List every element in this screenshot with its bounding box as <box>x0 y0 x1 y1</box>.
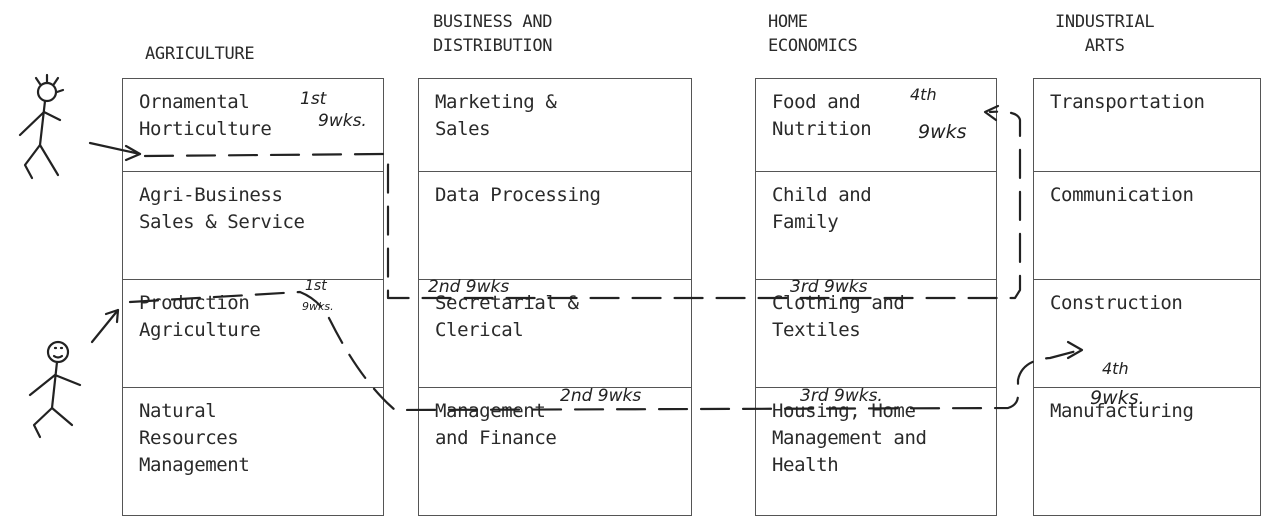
cell-management-finance: Management and Finance <box>419 387 691 517</box>
header-agriculture: AGRICULTURE <box>145 44 255 64</box>
cell-clothing-textiles: Clothing and Textiles <box>756 279 996 387</box>
header-industrial-arts: INDUSTRIAL ARTS <box>1055 12 1155 56</box>
cell-agri-business: Agri-Business Sales & Service <box>123 171 383 279</box>
cell-transportation: Transportation <box>1050 91 1205 113</box>
cell-production-agriculture: Production Agriculture <box>123 279 383 387</box>
cell-marketing-sales: Marketing & Sales <box>435 91 557 140</box>
cell-communication: Communication <box>1034 171 1260 279</box>
cell-food-nutrition: Food and Nutrition <box>772 91 872 140</box>
column-industrial-arts: Transportation Communication Constructio… <box>1033 78 1261 516</box>
cell-secretarial-clerical: Secretarial & Clerical <box>419 279 691 387</box>
stick-figure-bottom-icon <box>28 340 82 439</box>
header-home-economics: HOME ECONOMICS <box>768 12 858 56</box>
column-business-distribution: Marketing & Sales Data Processing Secret… <box>418 78 692 516</box>
cell-natural-resources: Natural Resources Management <box>123 387 383 517</box>
cell-manufacturing: Manufacturing <box>1034 387 1260 517</box>
cell-ornamental-horticulture: Ornamental Horticulture <box>139 91 272 140</box>
cell-data-processing: Data Processing <box>419 171 691 279</box>
cell-child-family: Child and Family <box>756 171 996 279</box>
column-home-economics: Food and Nutrition Child and Family Clot… <box>755 78 997 516</box>
cell-construction: Construction <box>1034 279 1260 387</box>
cell-housing-home-management: Housing, Home Management and Health <box>756 387 996 517</box>
stick-figure-top-icon <box>18 73 65 180</box>
header-business-distribution: BUSINESS AND DISTRIBUTION <box>433 12 553 56</box>
column-agriculture: Ornamental Horticulture Agri-Business Sa… <box>122 78 384 516</box>
